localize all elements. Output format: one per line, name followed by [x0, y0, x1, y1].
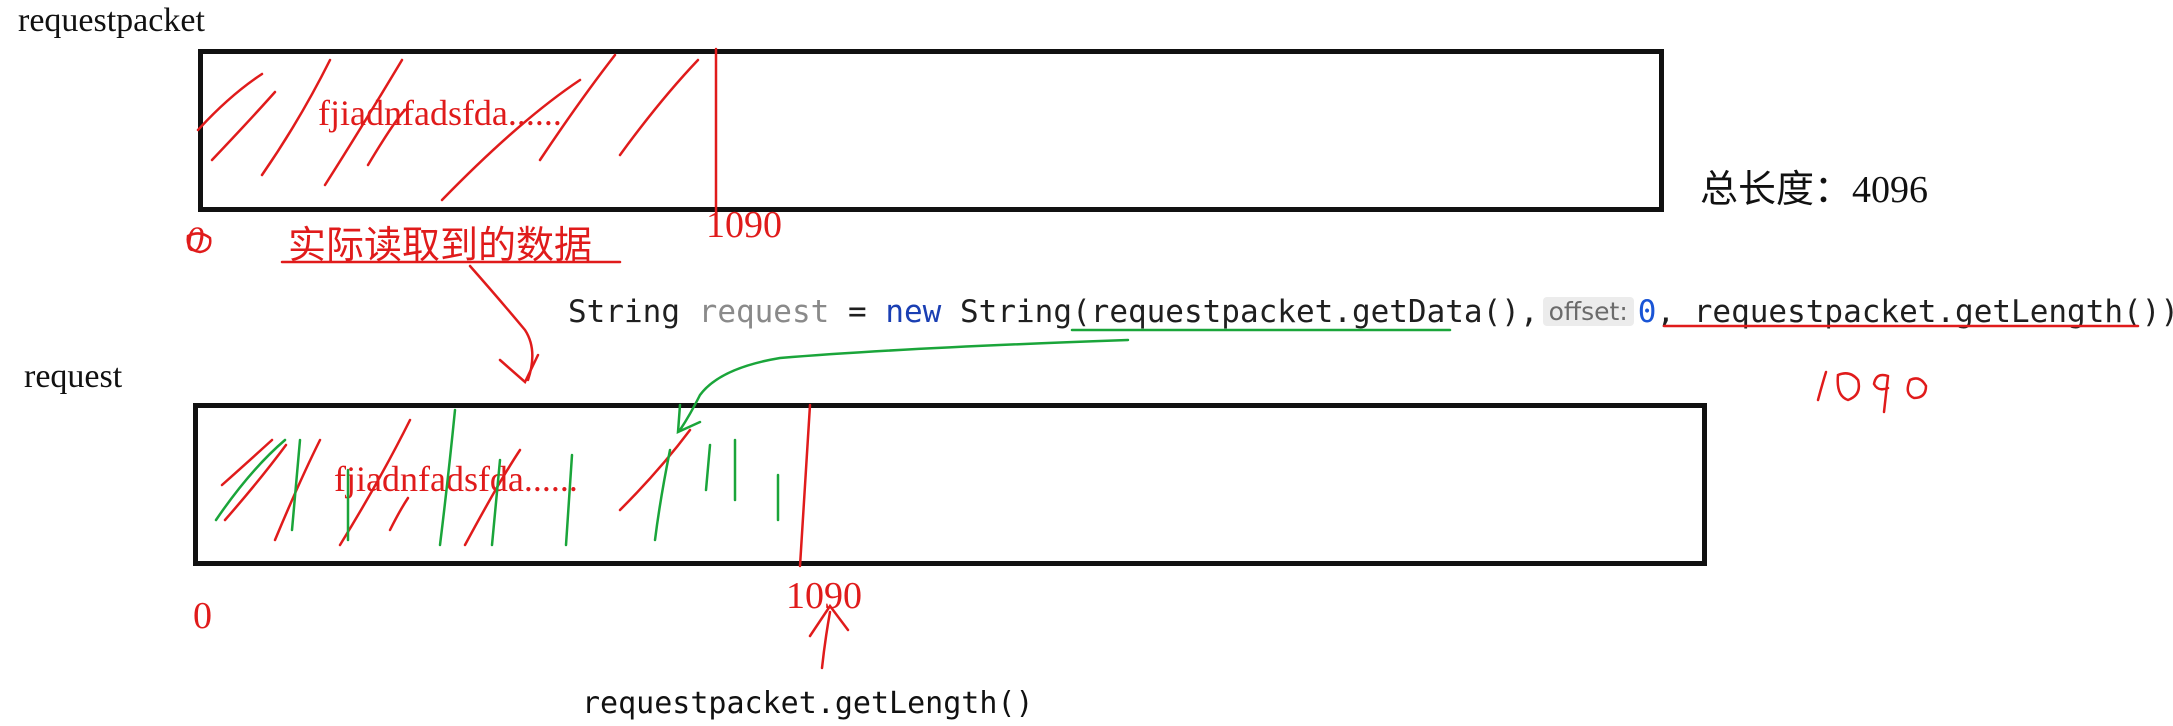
bottom-scribble-4	[338, 418, 412, 547]
top-scribble-5	[366, 108, 407, 167]
code-end: );	[2160, 294, 2173, 330]
code-assign: =	[847, 294, 867, 330]
hw-0b	[1906, 377, 1928, 400]
code-sep1: ,	[1519, 294, 1539, 330]
green-scribble-1	[214, 438, 287, 522]
total-length-label: 总长度：4096	[1700, 169, 1929, 211]
actual-data-note: 实际读取到的数据	[288, 223, 593, 267]
green-arrow	[678, 338, 1130, 432]
bottom-scribble-3	[273, 438, 322, 542]
bottom-scribble-5	[388, 496, 410, 532]
zero-scribble	[186, 232, 212, 254]
top-scribble-4	[323, 58, 404, 187]
top-scribble-8	[618, 58, 700, 157]
top-buffer-box	[198, 49, 1664, 212]
code-variable: request	[698, 294, 830, 330]
green-scribble-8	[704, 443, 712, 492]
down-arrow-head	[498, 353, 540, 385]
bottom-buffer-box	[193, 403, 1707, 566]
bottom-buffer-content: fjiadnfadsfda......	[334, 459, 578, 499]
bottom-scribble-7	[618, 428, 692, 512]
code-sep2: ,	[1656, 294, 1676, 330]
code-constructor: String(	[960, 294, 1091, 330]
top-buffer-end-label: 1090	[706, 204, 782, 246]
green-arrow-head	[676, 403, 702, 435]
up-arrow-head	[808, 603, 850, 638]
top-scribble-7	[538, 53, 617, 162]
offset-param-hint: offset:	[1542, 297, 1634, 326]
hw-1	[1816, 370, 1828, 402]
code-keyword-new: new	[885, 294, 942, 330]
bottom-scribble-2	[223, 443, 288, 522]
bottom-buffer-end-label: 1090	[786, 575, 862, 617]
code-arg-offset: 0	[1637, 294, 1657, 330]
up-arrow	[820, 610, 832, 670]
code-type: String	[568, 294, 680, 330]
top-scribble-6	[440, 78, 582, 202]
top-scribble-2	[210, 90, 277, 162]
top-scribble-3	[260, 58, 332, 177]
bottom-end-marker	[798, 403, 812, 568]
down-arrow	[468, 264, 534, 382]
bottom-buffer-offset-label: 0	[193, 595, 212, 637]
green-scribble-5	[490, 458, 502, 547]
hw-9	[1872, 373, 1890, 414]
green-scribble-7	[653, 448, 672, 542]
green-scribble-6	[564, 453, 574, 547]
green-scribble-2	[290, 438, 302, 532]
code-arg-getlength: requestpacket.getLength()	[1693, 294, 2161, 330]
bottom-scribble-1	[220, 438, 274, 487]
green-scribble-4	[438, 408, 457, 547]
code-line: String request = new String(requestpacke…	[568, 294, 2173, 330]
hw-0a	[1836, 372, 1861, 402]
top-scribble-1	[196, 72, 264, 132]
length-source-label: requestpacket.getLength()	[582, 686, 1034, 721]
top-buffer-label: requestpacket	[18, 2, 205, 39]
code-arg-getdata: requestpacket.getData()	[1090, 294, 1520, 330]
bottom-buffer-label: request	[24, 358, 123, 395]
